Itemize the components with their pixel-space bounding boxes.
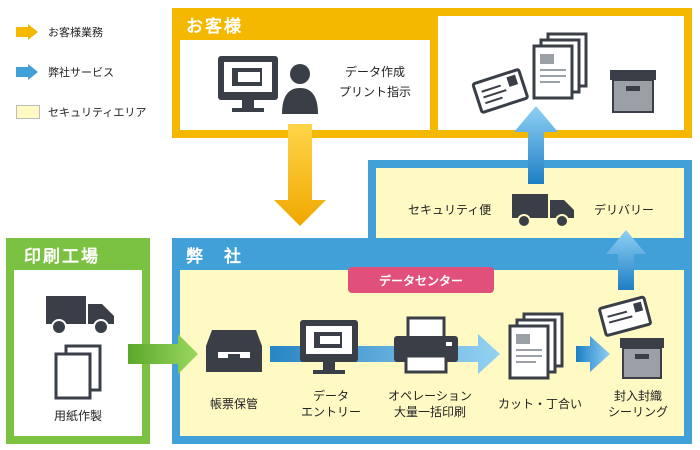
factory-title: 印刷工場 bbox=[6, 238, 150, 270]
sealing-envelope-icon bbox=[598, 295, 652, 337]
company-title: 弊 社 bbox=[172, 238, 312, 270]
collate-documents-icon bbox=[508, 312, 564, 380]
factory-truck-icon bbox=[46, 296, 114, 335]
monitor-icon bbox=[218, 56, 278, 112]
step-label-entry: データ エントリー bbox=[300, 389, 361, 419]
box-icon bbox=[610, 70, 656, 113]
step-label-printing: オペレーション 大量一括印刷 bbox=[388, 389, 472, 419]
legend-item-service: 弊社サービス bbox=[16, 64, 114, 80]
envelope-icon bbox=[471, 68, 529, 114]
security-area-swatch bbox=[16, 105, 40, 119]
yellow-arrow-icon bbox=[16, 24, 38, 40]
legend-label: 弊社サービス bbox=[48, 66, 114, 79]
truck-icon bbox=[512, 194, 574, 228]
customer-title: お客様 bbox=[172, 8, 312, 40]
step-label-sealing: 封入封織 シーリング bbox=[607, 389, 668, 419]
sealing-box-icon bbox=[620, 338, 664, 379]
legend-label: セキュリティエリア bbox=[48, 106, 147, 119]
documents-icon bbox=[532, 32, 588, 100]
paper-stack-icon bbox=[54, 344, 102, 400]
entry-monitor-icon bbox=[300, 320, 358, 374]
security-delivery-label: セキュリティ便 bbox=[408, 203, 492, 217]
printer-icon bbox=[394, 316, 458, 374]
blue-arrow-icon bbox=[16, 64, 38, 80]
customer-instruction: データ作成 プリント指示 bbox=[338, 65, 411, 99]
delivery-label: デリバリー bbox=[594, 203, 655, 217]
person-icon bbox=[282, 64, 318, 114]
step-label-collation: カット・丁合い bbox=[497, 397, 582, 411]
storage-tray-icon bbox=[206, 330, 262, 372]
factory-label: 用紙作製 bbox=[53, 409, 102, 423]
legend-item-security: セキュリティエリア bbox=[16, 104, 146, 120]
customer-down-arrow bbox=[274, 124, 326, 226]
datacenter-badge: データセンター bbox=[348, 267, 494, 293]
legend-item-customer: お客様業務 bbox=[16, 24, 103, 40]
step-label-storage: 帳票保管 bbox=[209, 397, 258, 411]
legend-label: お客様業務 bbox=[48, 26, 103, 39]
